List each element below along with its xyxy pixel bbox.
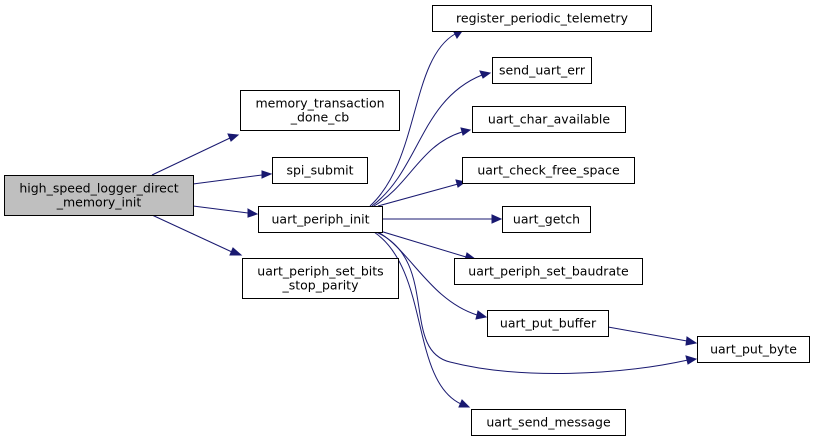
node-box[interactable] <box>697 336 810 363</box>
node-label: uart_periph_init <box>272 212 370 227</box>
node-label: uart_periph_set_baudrate <box>468 264 629 279</box>
edge-arrowhead <box>685 336 698 346</box>
edge-arrowhead <box>227 133 240 142</box>
node-label: uart_send_message <box>486 415 611 430</box>
node-label: _stop_parity <box>281 278 359 293</box>
node-label: uart_char_available <box>488 112 610 127</box>
edge-line <box>379 230 467 258</box>
call-graph-edges <box>151 29 698 408</box>
node-box[interactable] <box>4 175 194 216</box>
node-box[interactable] <box>462 157 635 184</box>
node-uart-put-buffer[interactable]: uart_put_buffer <box>487 310 609 337</box>
edge-line <box>192 174 263 185</box>
node-label: uart_put_buffer <box>500 316 597 331</box>
node-box[interactable] <box>454 258 643 285</box>
edge-line <box>151 137 231 176</box>
node-label: register_periodic_telemetry <box>456 11 629 26</box>
edge-arrowhead <box>491 214 503 224</box>
edge-line <box>375 231 689 375</box>
node-high-speed-logger-direct-memory-init[interactable]: high_speed_logger_direct_memory_init <box>4 175 194 216</box>
edge-arrowhead <box>685 355 698 365</box>
node-uart-char-available[interactable]: uart_char_available <box>472 106 626 133</box>
edge-line <box>151 214 233 253</box>
node-uart-periph-set-bits-stop-parity[interactable]: uart_periph_set_bits_stop_parity <box>242 258 399 299</box>
edge-n_hsl-to-n_upi <box>192 205 259 218</box>
edge-n_upi-to-n_upbyte <box>375 231 698 375</box>
node-label: uart_put_byte <box>710 342 797 357</box>
edge-line <box>373 231 462 405</box>
node-uart-periph-init[interactable]: uart_periph_init <box>258 206 383 233</box>
edge-n_upi-to-n_uca <box>373 127 472 207</box>
node-label: uart_check_free_space <box>477 163 620 178</box>
node-label: spi_submit <box>286 163 353 178</box>
node-box[interactable] <box>242 258 399 299</box>
call-graph-nodes: high_speed_logger_direct_memory_init memo… <box>4 5 810 436</box>
node-box[interactable] <box>471 409 626 436</box>
node-box[interactable] <box>502 206 591 233</box>
node-box[interactable] <box>272 157 368 184</box>
edge-n_upi-to-n_usm <box>373 231 471 408</box>
node-memory-transaction-done-cb[interactable]: memory_transaction_done_cb <box>240 90 400 131</box>
edge-line <box>607 326 688 342</box>
node-label: send_uart_err <box>499 63 586 78</box>
node-uart-check-free-space[interactable]: uart_check_free_space <box>462 157 635 184</box>
node-uart-getch[interactable]: uart_getch <box>502 206 591 233</box>
edge-line <box>377 183 459 207</box>
edge-n_hsl-to-n_mtd <box>151 133 240 176</box>
node-uart-put-byte[interactable]: uart_put_byte <box>697 336 810 363</box>
node-uart-periph-set-baudrate[interactable]: uart_periph_set_baudrate <box>454 258 643 285</box>
node-send-uart-err[interactable]: send_uart_err <box>492 57 592 84</box>
edge-n_upi-to-n_upsbr <box>379 230 477 261</box>
node-label: high_speed_logger_direct <box>19 181 178 196</box>
edge-arrowhead <box>261 170 273 179</box>
edge-n_hsl-to-n_spi <box>192 170 273 185</box>
edge-arrowhead <box>475 310 488 320</box>
node-box[interactable] <box>492 57 592 84</box>
edge-line <box>371 74 483 207</box>
node-label: uart_getch <box>513 212 580 227</box>
node-box[interactable] <box>472 106 626 133</box>
node-label: _memory_init <box>56 195 142 210</box>
edge-line <box>369 33 456 207</box>
edge-n_upi-to-n_ug <box>382 214 503 224</box>
edge-arrowhead <box>460 127 472 136</box>
edge-line <box>373 131 463 207</box>
node-spi-submit[interactable]: spi_submit <box>272 157 368 184</box>
node-label: _done_cb <box>290 110 350 125</box>
node-label: memory_transaction <box>255 96 384 111</box>
node-box[interactable] <box>432 5 652 32</box>
node-register-periodic-telemetry[interactable]: register_periodic_telemetry <box>432 5 652 32</box>
edge-n_hsl-to-n_upsb <box>151 214 243 256</box>
node-box[interactable] <box>258 206 383 233</box>
node-label: uart_periph_set_bits <box>257 264 383 279</box>
edge-line <box>192 205 249 214</box>
node-box[interactable] <box>487 310 609 337</box>
edge-arrowhead <box>229 247 243 256</box>
edge-arrowhead <box>479 70 492 79</box>
edge-arrowhead <box>458 399 471 408</box>
edge-n_upb-to-n_upbyte <box>607 326 698 346</box>
edge-arrowhead <box>247 208 259 218</box>
edge-n_upi-to-n_sue <box>371 70 492 207</box>
node-box[interactable] <box>240 90 400 131</box>
node-uart-send-message[interactable]: uart_send_message <box>471 409 626 436</box>
